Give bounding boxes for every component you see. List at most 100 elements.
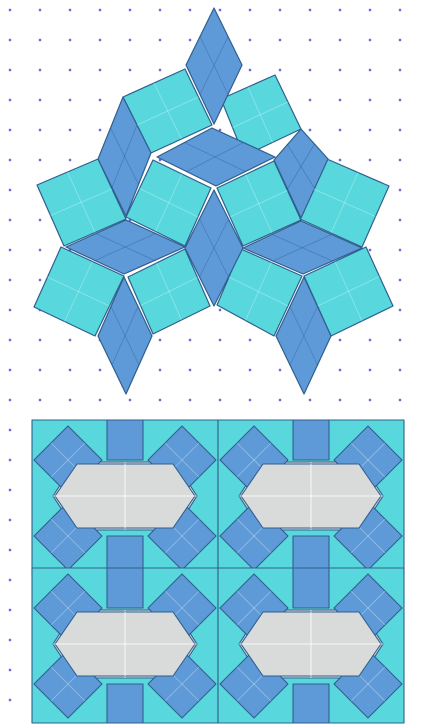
- grid-dot: [369, 249, 371, 251]
- grid-dot: [9, 279, 11, 281]
- grid-dot: [369, 339, 371, 341]
- grid-dot: [99, 129, 101, 131]
- square-tile: [107, 420, 143, 460]
- grid-dot: [309, 99, 311, 101]
- grid-dot: [159, 9, 161, 11]
- grid-dot: [9, 369, 11, 371]
- grid-dot: [9, 339, 11, 341]
- grid-dot: [249, 339, 251, 341]
- square-tile: [293, 568, 329, 608]
- square-tile: [293, 684, 329, 723]
- grid-dot: [9, 129, 11, 131]
- grid-dot: [189, 39, 191, 41]
- grid-dot: [9, 639, 11, 641]
- grid-dot: [279, 9, 281, 11]
- grid-dot: [69, 69, 71, 71]
- grid-dot: [39, 69, 41, 71]
- grid-dot: [9, 519, 11, 521]
- grid-dot: [159, 339, 161, 341]
- grid-dot: [39, 219, 41, 221]
- square-tile: [293, 420, 329, 460]
- grid-dot: [279, 69, 281, 71]
- grid-dot: [399, 279, 401, 281]
- grid-dot: [399, 219, 401, 221]
- grid-dot: [9, 9, 11, 11]
- grid-dot: [339, 399, 341, 401]
- grid-dot: [69, 129, 71, 131]
- grid-dot: [369, 369, 371, 371]
- grid-dot: [69, 399, 71, 401]
- grid-dot: [129, 39, 131, 41]
- grid-dot: [339, 69, 341, 71]
- grid-dot: [189, 339, 191, 341]
- grid-dot: [369, 9, 371, 11]
- grid-dot: [39, 249, 41, 251]
- grid-dot: [9, 489, 11, 491]
- grid-dot: [9, 309, 11, 311]
- bottom-hexagon-square-tiling: [32, 420, 404, 723]
- grid-dot: [399, 189, 401, 191]
- grid-dot: [99, 9, 101, 11]
- grid-dot: [339, 129, 341, 131]
- grid-dot: [159, 369, 161, 371]
- grid-dot: [369, 39, 371, 41]
- grid-dot: [339, 99, 341, 101]
- grid-dot: [189, 9, 191, 11]
- grid-dot: [99, 69, 101, 71]
- grid-dot: [9, 579, 11, 581]
- grid-dot: [219, 399, 221, 401]
- grid-dot: [39, 99, 41, 101]
- repeat-unit: [32, 420, 218, 575]
- grid-dot: [309, 9, 311, 11]
- grid-dot: [279, 369, 281, 371]
- grid-dot: [39, 369, 41, 371]
- grid-dot: [309, 129, 311, 131]
- grid-dot: [399, 309, 401, 311]
- grid-dot: [249, 39, 251, 41]
- grid-dot: [399, 99, 401, 101]
- grid-dot: [399, 249, 401, 251]
- grid-dot: [39, 159, 41, 161]
- grid-dot: [339, 339, 341, 341]
- grid-dot: [369, 99, 371, 101]
- grid-dot: [279, 399, 281, 401]
- repeat-unit: [32, 568, 218, 723]
- grid-dot: [159, 39, 161, 41]
- grid-dot: [9, 219, 11, 221]
- grid-dot: [369, 399, 371, 401]
- grid-dot: [189, 369, 191, 371]
- grid-dot: [39, 279, 41, 281]
- grid-dot: [339, 369, 341, 371]
- grid-dot: [69, 339, 71, 341]
- grid-dot: [99, 99, 101, 101]
- grid-dot: [69, 369, 71, 371]
- grid-dot: [399, 39, 401, 41]
- grid-dot: [189, 399, 191, 401]
- grid-dot: [9, 69, 11, 71]
- grid-dot: [219, 339, 221, 341]
- grid-dot: [399, 399, 401, 401]
- grid-dot: [129, 399, 131, 401]
- grid-dot: [219, 9, 221, 11]
- top-rhombus-square-tiling: [34, 8, 393, 394]
- grid-dot: [129, 9, 131, 11]
- grid-dot: [39, 129, 41, 131]
- grid-dot: [339, 9, 341, 11]
- square-tile: [107, 684, 143, 723]
- grid-dot: [9, 99, 11, 101]
- square-tile: [107, 568, 143, 608]
- grid-dot: [69, 99, 71, 101]
- grid-dot: [219, 369, 221, 371]
- grid-dot: [399, 69, 401, 71]
- grid-dot: [159, 69, 161, 71]
- grid-dot: [9, 189, 11, 191]
- grid-dot: [99, 39, 101, 41]
- grid-dot: [9, 39, 11, 41]
- grid-dot: [369, 129, 371, 131]
- grid-dot: [39, 39, 41, 41]
- grid-dot: [39, 9, 41, 11]
- grid-dot: [309, 39, 311, 41]
- grid-dot: [39, 399, 41, 401]
- grid-dot: [9, 669, 11, 671]
- grid-dot: [39, 339, 41, 341]
